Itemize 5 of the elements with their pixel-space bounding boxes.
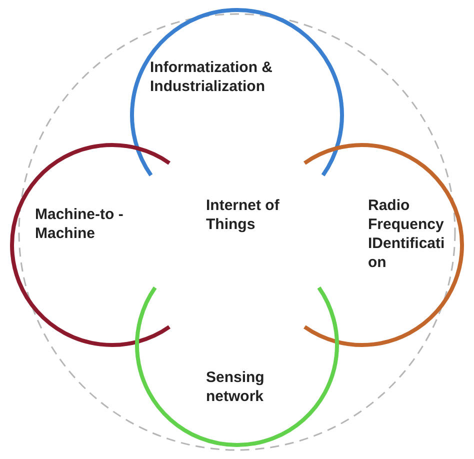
center-label: Internet of Things (206, 196, 280, 234)
node-label: Informatization & Industrialization (150, 58, 274, 96)
node-label: Sensing network (206, 368, 266, 406)
node-label: Machine-to -Machine (35, 205, 124, 243)
node-label: Radio Frequency IDentificati on (368, 196, 446, 272)
